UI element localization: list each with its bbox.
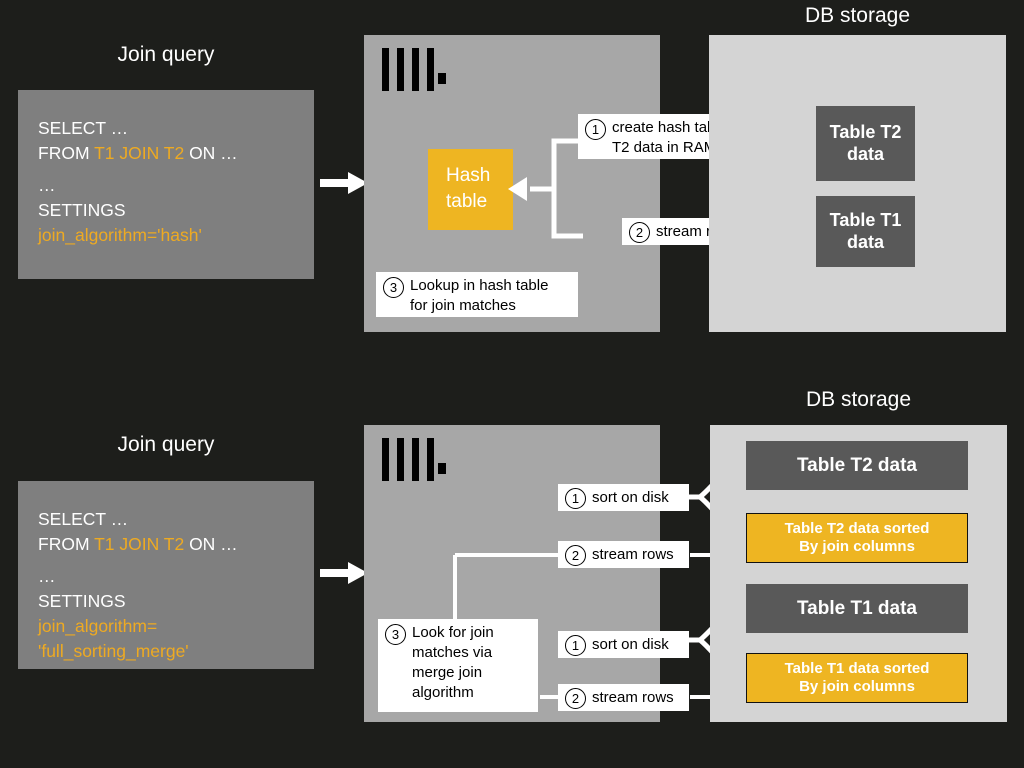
- hash-step-3-line-1: Lookup in hash table: [410, 277, 549, 294]
- merge-step-2-upper-text: stream rows: [592, 545, 674, 563]
- hash-table-chip-t1-line-2: data: [846, 231, 884, 252]
- hash-query-on: ON …: [184, 143, 238, 163]
- hash-query-to-server-arrow: [320, 172, 368, 194]
- merge-query-from: FROM: [38, 534, 95, 554]
- clickhouse-logo-bar: [412, 438, 419, 481]
- hash-query-spacer: [38, 166, 294, 173]
- clickhouse-logo: [382, 438, 452, 481]
- merge-query-line-6: 'full_sorting_merge': [38, 641, 189, 661]
- hash-table-chip-t2-line-2: data: [846, 143, 884, 164]
- step-number-badge: 2: [565, 544, 586, 566]
- merge-table-chip-t2-line-1: Table T2 data: [796, 454, 917, 476]
- hash-table-chip-t2: Table T2 data: [816, 106, 915, 181]
- step-number-badge: 1: [565, 634, 586, 656]
- merge-query-line-3: …: [38, 566, 56, 586]
- merge-table-chip-t1-line-1: Table T1 data: [796, 597, 917, 619]
- merge-query-on: ON …: [184, 534, 238, 554]
- merge-table-chip-t1: Table T1 data: [746, 584, 968, 633]
- merge-db-storage-heading: DB storage: [805, 388, 912, 411]
- hash-table-chip-t2-line-1: Table T2: [829, 121, 902, 142]
- hash-step-3-line-2: for join matches: [410, 297, 516, 314]
- merge-step-3-line-4: algorithm: [412, 684, 474, 701]
- merge-query-box: SELECT … FROM T1 JOIN T2 ON … … SETTINGS…: [18, 481, 314, 669]
- merge-query-line-1: SELECT …: [38, 509, 129, 529]
- hash-table-chip-t1: Table T1 data: [816, 196, 915, 267]
- clickhouse-logo-bar: [397, 48, 404, 91]
- merge-query-line-2: FROM T1 JOIN T2 ON …: [38, 532, 294, 557]
- clickhouse-logo-bar: [427, 48, 434, 91]
- merge-query-line-4: SETTINGS: [38, 591, 126, 611]
- step-number-badge: 2: [629, 221, 650, 243]
- clickhouse-logo-dot: [438, 73, 446, 84]
- hash-query-line-1: SELECT …: [38, 118, 129, 138]
- hash-query-from: FROM: [38, 143, 95, 163]
- merge-step-3-callout: 3 Look for join matches via merge join a…: [378, 619, 538, 712]
- clickhouse-logo-bar: [397, 438, 404, 481]
- merge-step-3-line-2: matches via: [412, 644, 493, 661]
- merge-step-2-lower-callout: 2 stream rows: [558, 684, 689, 711]
- hash-table-line-2: table: [446, 191, 488, 212]
- merge-step-1-upper-callout: 1 sort on disk: [558, 484, 689, 511]
- hash-db-storage-heading: DB storage: [804, 4, 911, 27]
- hash-query-line-3: …: [38, 175, 56, 195]
- merge-query-line-5: join_algorithm=: [38, 616, 158, 636]
- merge-table-chip-t2-sorted: Table T2 data sorted By join columns: [746, 513, 968, 563]
- merge-table-chip-t1-sorted-line-2: By join columns: [799, 678, 915, 695]
- merge-step-3-line-3: merge join: [412, 664, 483, 681]
- clickhouse-logo-bar: [427, 438, 434, 481]
- clickhouse-logo-bar: [412, 48, 419, 91]
- hash-table-chip-t1-line-1: Table T1: [829, 209, 902, 230]
- hash-join-query-heading: Join query: [117, 43, 215, 66]
- step-number-badge: 1: [585, 119, 606, 140]
- step-number-badge: 1: [565, 487, 586, 509]
- hash-step-3-callout: 3 Lookup in hash table for join matches: [376, 272, 578, 317]
- hash-table-block: Hash table: [428, 149, 513, 230]
- merge-query-to-server-arrow: [320, 562, 368, 584]
- merge-query-spacer: [38, 557, 294, 564]
- merge-step-2-lower-text: stream rows: [592, 688, 674, 706]
- hash-step-3-text: Lookup in hash table for join matches: [410, 276, 548, 316]
- hash-step-1-line-2: T2 data in RAM: [612, 139, 717, 156]
- merge-query-join-clause: T1 JOIN T2: [94, 534, 185, 554]
- hash-query-join-clause: T1 JOIN T2: [94, 143, 185, 163]
- hash-db-storage-panel: [709, 35, 1006, 332]
- hash-query-line-4: SETTINGS: [38, 200, 126, 220]
- clickhouse-logo-dot: [438, 463, 446, 474]
- merge-table-chip-t2-sorted-line-2: By join columns: [799, 538, 915, 555]
- merge-step-3-line-1: Look for join: [412, 624, 494, 641]
- merge-table-chip-t1-sorted-line-1: Table T1 data sorted: [784, 659, 930, 677]
- merge-table-chip-t1-sorted: Table T1 data sorted By join columns: [746, 653, 968, 703]
- clickhouse-logo-bar: [382, 438, 389, 481]
- hash-table-line-1: Hash: [446, 165, 491, 186]
- step-number-badge: 2: [565, 687, 586, 709]
- merge-join-query-heading: Join query: [117, 433, 215, 456]
- step-number-badge: 3: [383, 277, 404, 298]
- clickhouse-logo-bar: [382, 48, 389, 91]
- step-number-badge: 3: [385, 624, 406, 645]
- merge-step-2-upper-callout: 2 stream rows: [558, 541, 689, 568]
- merge-step-3-text: Look for join matches via merge join alg…: [412, 623, 494, 703]
- merge-table-chip-t2: Table T2 data: [746, 441, 968, 490]
- hash-query-line-5: join_algorithm='hash': [38, 225, 202, 245]
- hash-query-box: SELECT … FROM T1 JOIN T2 ON … … SETTINGS…: [18, 90, 314, 279]
- merge-table-chip-t2-sorted-line-1: Table T2 data sorted: [784, 519, 930, 537]
- clickhouse-logo: [382, 48, 452, 91]
- merge-step-1-lower-text: sort on disk: [592, 635, 669, 653]
- hash-query-line-2: FROM T1 JOIN T2 ON …: [38, 141, 294, 166]
- merge-step-1-upper-text: sort on disk: [592, 488, 669, 506]
- merge-step-1-lower-callout: 1 sort on disk: [558, 631, 689, 658]
